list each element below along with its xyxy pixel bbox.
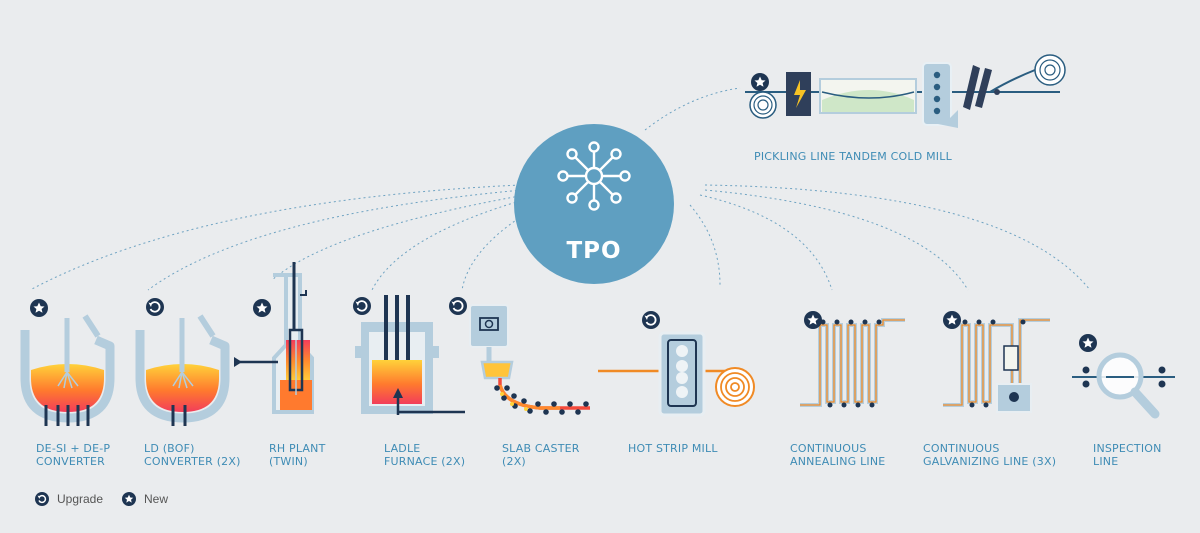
connector-top-unit (644, 87, 741, 131)
top-unit-new-badge (751, 73, 769, 91)
unit-5-upgrade-badge (449, 297, 467, 315)
legend-upgrade-label: Upgrade (57, 492, 104, 506)
connector-unit-9 (704, 184, 1091, 291)
slab-caster-illustration (469, 304, 590, 415)
unit-label-3-line1: RH PLANT (269, 442, 326, 455)
hot-strip-mill-illustration (598, 331, 755, 417)
converter-illustration-1 (20, 314, 115, 426)
connector-unit-1 (29, 184, 521, 291)
unit-6-upgrade-badge (642, 311, 660, 329)
hub-label: TPO (566, 238, 621, 264)
converter-illustration-2 (135, 314, 230, 426)
unit-9-new-badge (1079, 334, 1097, 352)
legend-new: New (122, 492, 168, 506)
unit-label-7-line1: CONTINUOUS (790, 442, 867, 455)
unit-label-2-line2: CONVERTER (2X) (144, 455, 241, 468)
rh-plant-illustration (234, 262, 314, 414)
unit-label-8-line2: GALVANIZING LINE (3X) (923, 455, 1057, 468)
unit-label-2-line1: LD (BOF) (144, 442, 195, 455)
unit-label-4: LADLE FURNACE (2X) (384, 442, 465, 468)
network-hub-icon (557, 141, 631, 211)
unit-4-upgrade-badge (353, 297, 371, 315)
connector-unit-8 (704, 189, 969, 291)
unit-label-2: LD (BOF) CONVERTER (2X) (144, 442, 241, 468)
unit-label-7-line2: ANNEALING LINE (790, 455, 886, 468)
unit-label-4-line1: LADLE (384, 442, 421, 455)
unit-3-new-badge (253, 299, 271, 317)
connector-lines (29, 87, 1091, 291)
unit-label-6: HOT STRIP MILL (628, 442, 718, 455)
unit-label-7: CONTINUOUS ANNEALING LINE (790, 442, 885, 468)
legend-new-label: New (144, 492, 169, 506)
unit-label-4-line2: FURNACE (2X) (384, 455, 466, 468)
unit-label-5: SLAB CASTER (2X) (502, 442, 580, 468)
connector-unit-3 (271, 194, 526, 281)
ladle-furnace-illustration (355, 295, 465, 415)
unit-7-new-badge (804, 311, 822, 329)
pickling-line-tandem-cold-mill-illustration (745, 54, 1066, 128)
unit-label-1: DE-SI + DE-P CONVERTER (36, 442, 110, 468)
annealing-line-illustration (800, 318, 905, 408)
unit-label-3-line2: (TWIN) (269, 455, 308, 468)
top-unit-label: PICKLING LINE TANDEM COLD MILL (754, 150, 952, 163)
unit-label-5-line2: (2X) (502, 455, 526, 468)
unit-label-8: CONTINUOUS GALVANIZING LINE (3X) (923, 442, 1056, 468)
unit-1-new-badge (30, 299, 48, 317)
legend-upgrade: Upgrade (35, 492, 103, 506)
connector-unit-7 (699, 194, 833, 291)
unit-label-9: INSPECTION LINE (1093, 442, 1162, 468)
unit-label-9-line2: LINE (1093, 455, 1119, 468)
tpo-hub: TPO (514, 124, 674, 284)
unit-label-9-line1: INSPECTION (1093, 442, 1162, 455)
connector-unit-6 (689, 204, 721, 286)
unit-label-5-line1: SLAB CASTER (502, 442, 580, 455)
upgrade-icon (35, 492, 49, 506)
galvanizing-line-illustration (943, 318, 1050, 413)
connector-unit-4 (371, 197, 531, 291)
unit-8-new-badge (943, 311, 961, 329)
unit-label-6-line1: HOT STRIP MILL (628, 442, 718, 455)
new-icon (122, 492, 136, 506)
unit-2-upgrade-badge (146, 298, 164, 316)
inspection-line-illustration (1072, 352, 1175, 419)
unit-label-1-line2: CONVERTER (36, 455, 105, 468)
connector-unit-2 (147, 189, 523, 291)
unit-label-8-line1: CONTINUOUS (923, 442, 1000, 455)
unit-label-1-line1: DE-SI + DE-P (36, 442, 111, 455)
unit-label-3: RH PLANT (TWIN) (269, 442, 326, 468)
